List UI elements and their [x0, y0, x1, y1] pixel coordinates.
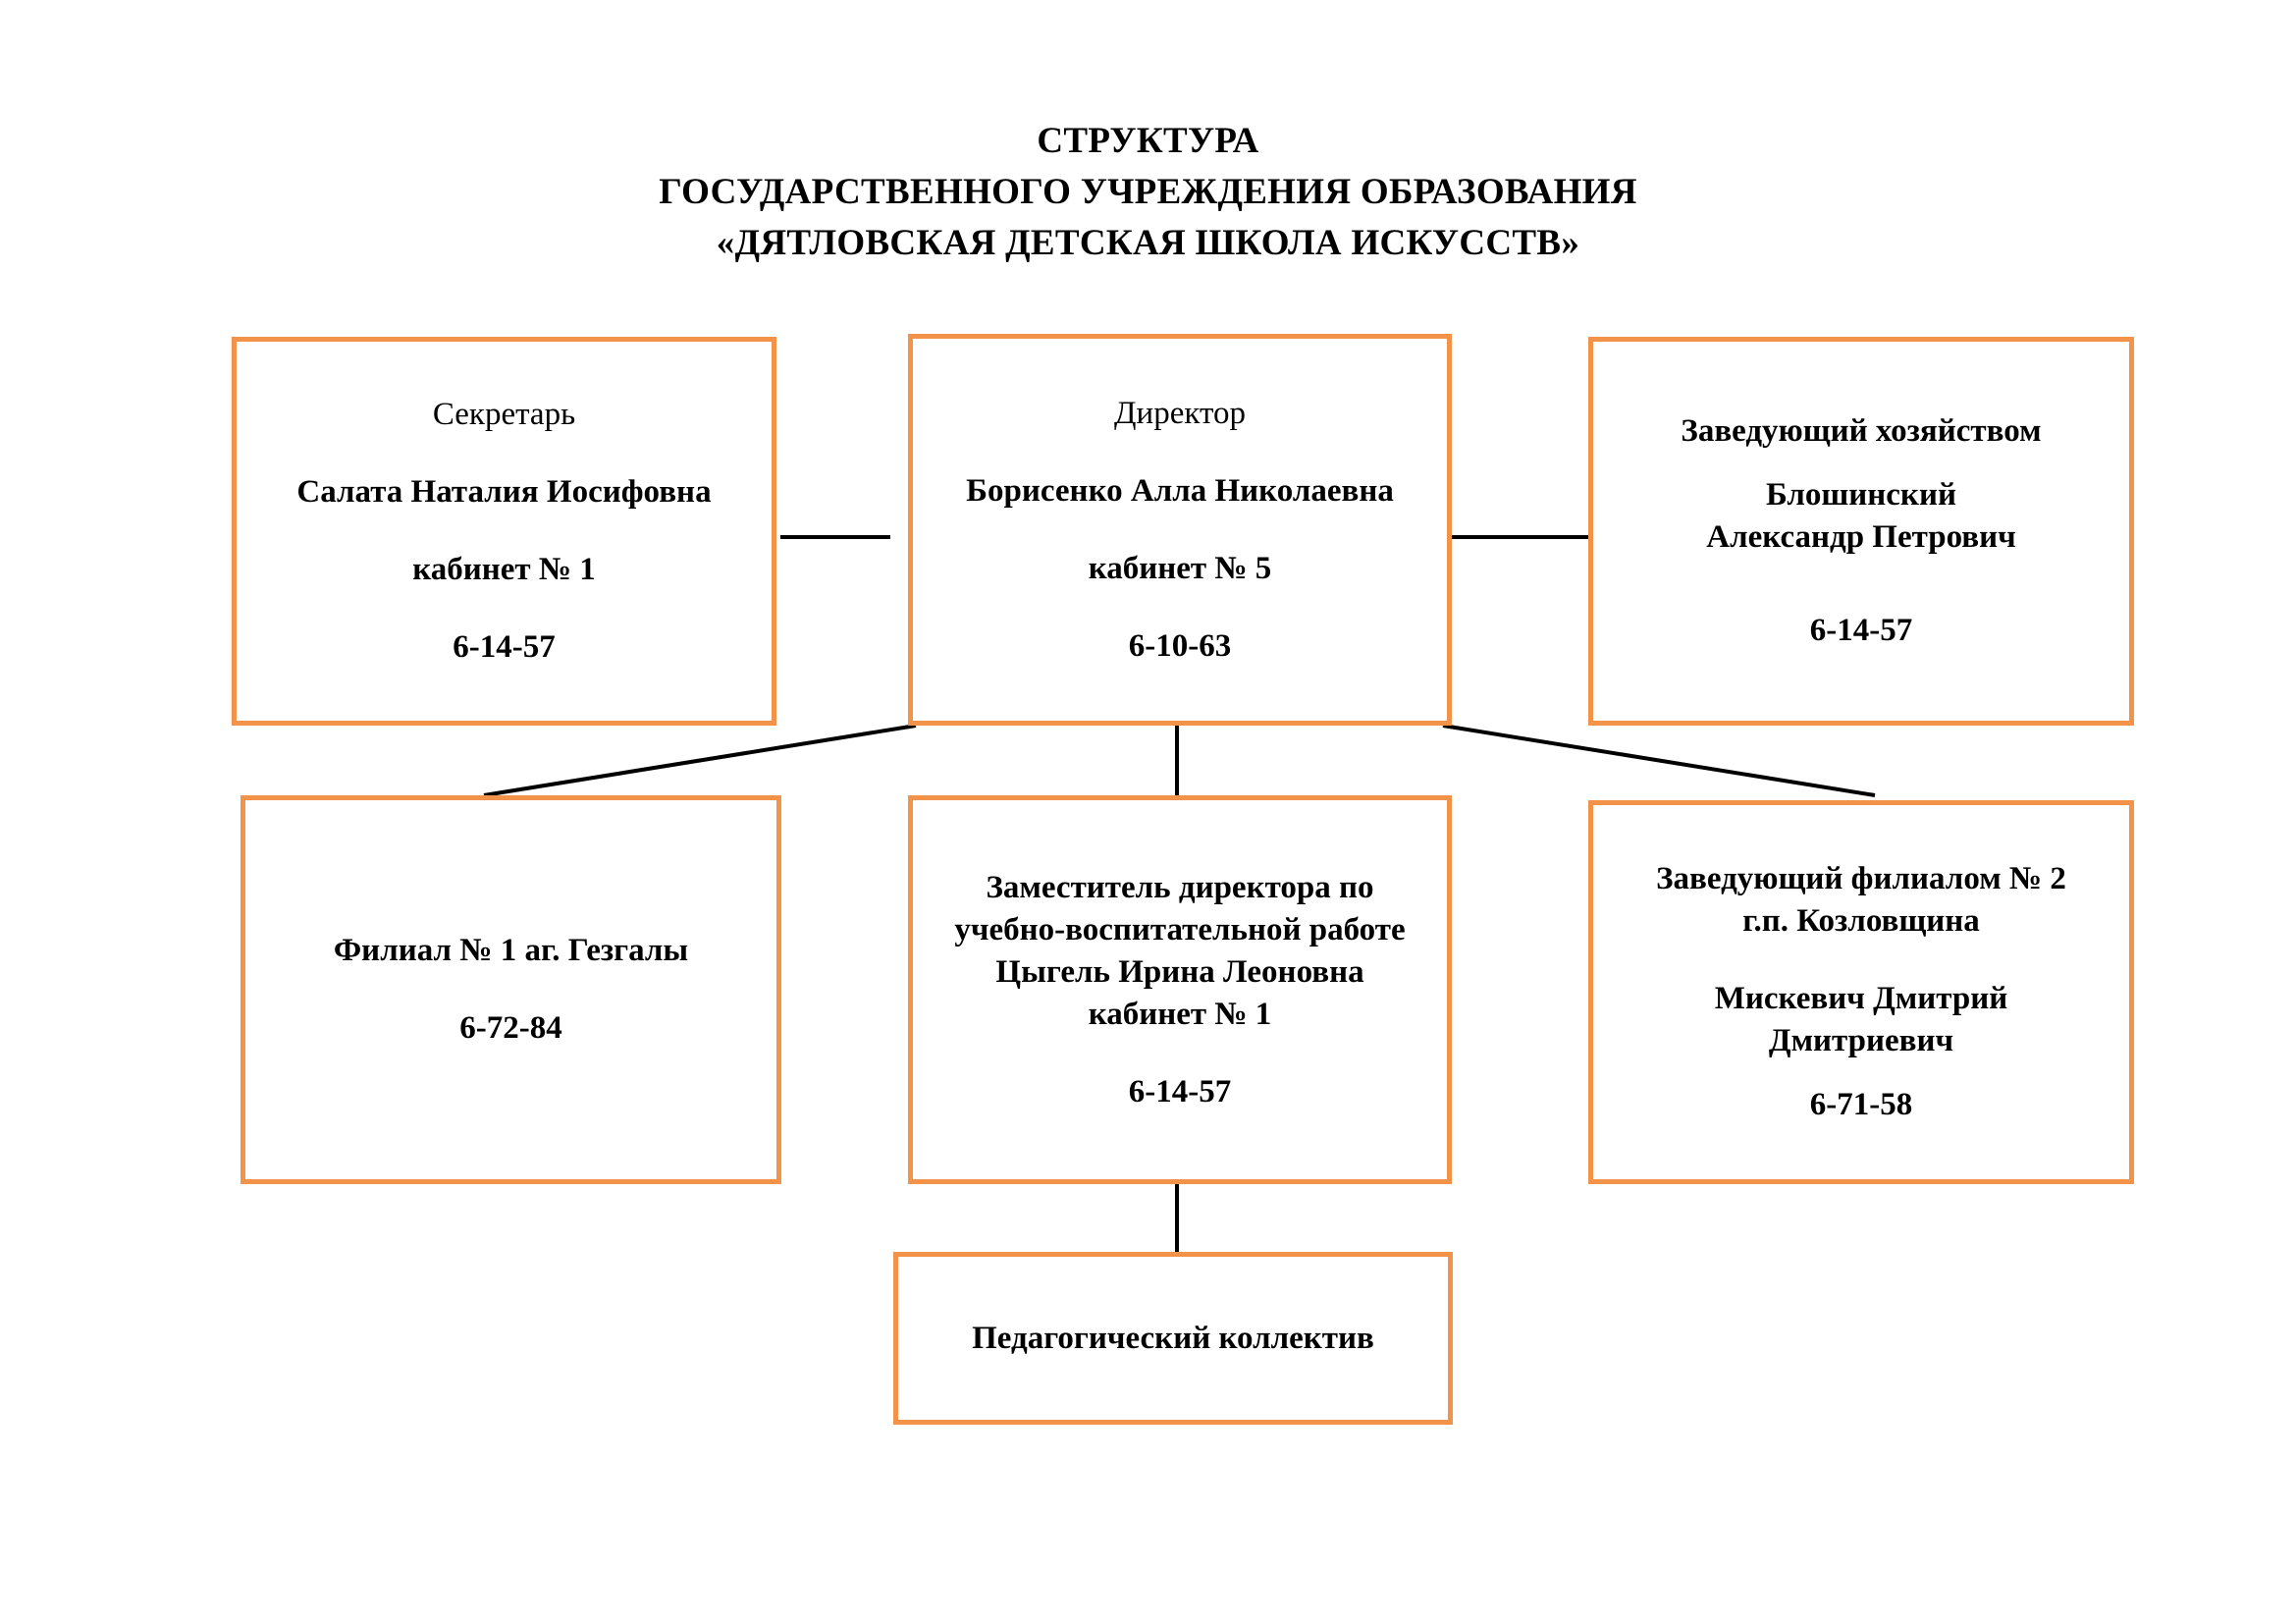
connector-director-branch1	[483, 724, 917, 797]
node-secretary-role: Секретарь	[432, 397, 576, 432]
node-economy-role: Заведующий хозяйством	[1681, 413, 2042, 449]
connector-director-branch2	[1442, 724, 1876, 797]
title-line-2: ГОСУДАРСТВЕННОГО УЧРЕЖДЕНИЯ ОБРАЗОВАНИЯ	[659, 172, 1637, 212]
node-director-role: Директор	[1114, 395, 1246, 431]
node-director-name: Борисенко Алла Николаевна	[966, 472, 1394, 509]
connector-deputy-staff	[1175, 1183, 1179, 1254]
connector-director-economy	[1452, 535, 1588, 539]
node-deputy-director[interactable]: Заместитель директора по учебно-воспитат…	[908, 795, 1452, 1184]
node-director-office: кабинет № 5	[1088, 550, 1272, 586]
page-title: СТРУКТУРА ГОСУДАРСТВЕННОГО УЧРЕЖДЕНИЯ ОБ…	[0, 116, 2296, 269]
node-economy-manager[interactable]: Заведующий хозяйством Блошинский Алексан…	[1588, 337, 2134, 726]
node-economy-name-line2: Александр Петрович	[1706, 519, 2016, 555]
node-staff-role: Педагогический коллектив	[972, 1320, 1374, 1356]
node-branch2-phone: 6-71-58	[1809, 1087, 1913, 1122]
node-secretary-phone: 6-14-57	[453, 629, 556, 665]
node-deputy-role-line1: Заместитель директора по	[986, 869, 1374, 905]
node-branch2-role-line2: г.п. Козловщина	[1742, 903, 1980, 939]
node-branch2-role-line1: Заведующий филиалом № 2	[1656, 861, 2066, 896]
node-teaching-staff[interactable]: Педагогический коллектив	[893, 1252, 1453, 1425]
node-economy-name-line1: Блошинский	[1766, 477, 1956, 513]
connector-secretary-director	[780, 535, 890, 539]
connector-director-deputy	[1175, 726, 1179, 796]
node-deputy-office: кабинет № 1	[1088, 996, 1272, 1032]
node-branch-1[interactable]: Филиал № 1 аг. Гезгалы 6-72-84	[240, 795, 781, 1184]
title-line-3: «ДЯТЛОВСКАЯ ДЕТСКАЯ ШКОЛА ИСКУССТВ»	[716, 223, 1580, 263]
node-branch1-role: Филиал № 1 аг. Гезгалы	[333, 933, 689, 968]
node-director[interactable]: Директор Борисенко Алла Николаевна кабин…	[908, 334, 1452, 726]
node-secretary-name: Салата Наталия Иосифовна	[296, 474, 712, 510]
node-deputy-role-line2: учебно-воспитательной работе	[954, 911, 1406, 947]
node-economy-phone: 6-14-57	[1809, 613, 1913, 648]
node-secretary[interactable]: Секретарь Салата Наталия Иосифовна кабин…	[232, 337, 776, 726]
node-branch2-name-line2: Дмитриевич	[1768, 1023, 1954, 1058]
node-secretary-office: кабинет № 1	[412, 552, 596, 587]
node-branch-2[interactable]: Заведующий филиалом № 2 г.п. Козловщина …	[1588, 800, 2134, 1184]
node-deputy-name: Цыгель Ирина Леоновна	[995, 953, 1364, 990]
node-branch2-name-line1: Мискевич Дмитрий	[1714, 981, 2008, 1016]
node-deputy-phone: 6-14-57	[1128, 1073, 1232, 1110]
node-branch1-phone: 6-72-84	[459, 1010, 562, 1046]
title-line-1: СТРУКТУРА	[1037, 121, 1259, 161]
node-director-phone: 6-10-63	[1128, 627, 1232, 664]
